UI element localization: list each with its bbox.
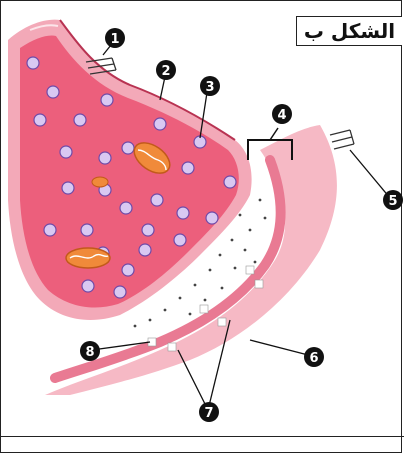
label-6: 6	[304, 347, 324, 367]
svg-text:3: 3	[205, 80, 214, 95]
svg-text:5: 5	[388, 194, 397, 209]
label-5: 5	[383, 190, 403, 210]
svg-text:1: 1	[110, 32, 119, 47]
label-3: 3	[200, 76, 220, 96]
svg-text:8: 8	[85, 345, 94, 360]
arrow-impulse-out-icon	[330, 130, 354, 149]
svg-text:6: 6	[309, 351, 318, 366]
label-8: 8	[80, 341, 100, 361]
svg-text:7: 7	[204, 406, 213, 421]
svg-text:4: 4	[277, 108, 286, 123]
figure-title: الشكل ب	[296, 16, 402, 46]
label-7: 7	[199, 402, 219, 422]
svg-text:2: 2	[161, 64, 170, 79]
label-4: 4	[272, 104, 292, 124]
label-1: 1	[105, 28, 125, 48]
label-2: 2	[156, 60, 176, 80]
